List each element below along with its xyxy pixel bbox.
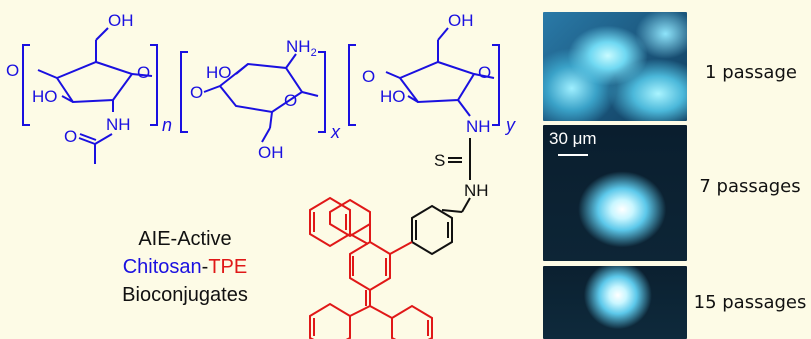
ho-label-2: HO (206, 63, 232, 82)
thiourea-glucosamine-unit (385, 27, 495, 117)
tpe-moiety (309, 196, 453, 339)
title-tpe: TPE (208, 256, 248, 278)
ring-oxygen-label-3: O (478, 63, 491, 82)
caption-7-passages: 7 passages (699, 176, 801, 197)
repeat-x-label: x (330, 122, 341, 142)
linker-oxygen-label-2: O (190, 83, 203, 102)
ho-label: HO (32, 87, 58, 106)
title-separator: - (201, 256, 209, 278)
linker-oxygen-label-3: O (362, 67, 375, 86)
linker-oxygen-label: O (6, 61, 19, 80)
micrograph-15-passages (543, 266, 687, 339)
title-chitosan: Chitosan (122, 256, 202, 278)
glucosamine-unit (203, 53, 319, 143)
chitosan-tpe-structure: OH O HO NH O O n O HO NH2 O OH (6, 11, 516, 339)
amine-label: NH2 (286, 37, 317, 59)
micrograph-1-passage (543, 12, 687, 121)
sulfur-label: S (434, 151, 445, 170)
thiourea-nh-label: NH (464, 181, 489, 200)
oh-label: OH (108, 11, 134, 30)
scale-bar (558, 154, 588, 156)
micrograph-7-passages: 30 μm (543, 125, 687, 261)
ring-oxygen-label: O (137, 63, 150, 82)
title-line-1: AIE-Active (138, 228, 232, 250)
carbonyl-oxygen-label: O (64, 127, 77, 146)
caption-15-passages: 15 passages (693, 292, 807, 313)
repeat-n-label: n (162, 115, 172, 135)
repeat-y-label: y (504, 115, 516, 135)
bracket-n (22, 44, 158, 126)
nh-label: NH (106, 115, 131, 134)
title-line-2: Chitosan-TPE (100, 256, 270, 279)
nh-label-3: NH (466, 117, 491, 136)
ho-label-3: HO (380, 87, 406, 106)
oh-label-3: OH (448, 11, 474, 30)
caption-1-passage: 1 passage (705, 62, 797, 83)
acetyl-glucosamine-unit (37, 27, 153, 164)
bracket-x (180, 51, 326, 133)
thiourea-linker (441, 138, 471, 213)
oh-label-2: OH (258, 143, 284, 162)
ring-oxygen-label-2: O (284, 91, 297, 110)
bracket-y (348, 44, 500, 126)
scale-bar-label: 30 μm (549, 129, 597, 148)
title-line-3: Bioconjugates (122, 284, 248, 306)
